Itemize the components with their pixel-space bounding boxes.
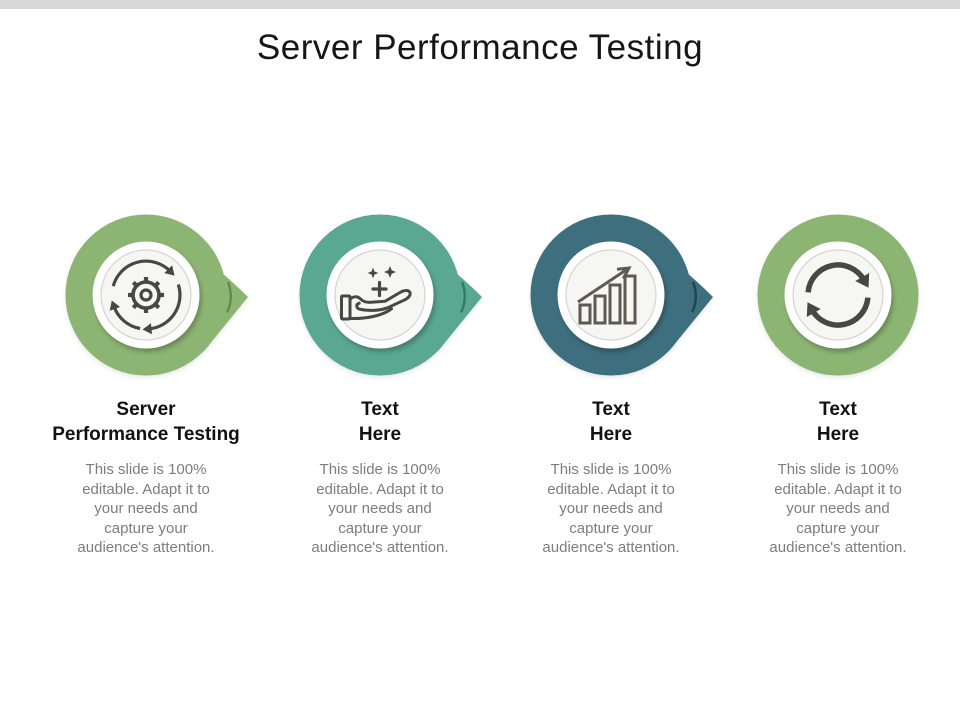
desc-line: audience's attention. [542,539,680,556]
tail-crease [691,281,697,313]
desc-line: your needs and [786,500,890,517]
step-column-2: Text Here This slide is 100% editable. A… [264,213,496,558]
step-heading-line2: Here [589,424,633,445]
step-heading-line2: Performance Testing [52,424,240,445]
desc-line: your needs and [559,500,663,517]
step-heading-line2: Here [358,424,402,445]
desc-line: audience's attention. [311,539,449,556]
desc-line: This slide is 100% [777,461,899,478]
step-column-1: Server Performance Testing This slide is… [30,213,262,558]
step-badge-3 [530,214,713,376]
step-heading: Text Here [495,397,727,447]
desc-line: editable. Adapt it to [82,480,210,498]
step-description: This slide is 100% editable. Adapt it to… [495,460,727,558]
step-heading: Server Performance Testing [30,397,262,447]
desc-line: capture your [338,519,422,537]
step-heading-line1: Text [819,399,857,420]
desc-line: your needs and [94,500,198,517]
desc-line: This slide is 100% [85,461,207,478]
desc-line: editable. Adapt it to [316,480,444,498]
step-badge-2 [299,214,482,376]
step-heading-line2: Here [816,424,860,445]
desc-line: This slide is 100% [550,461,672,478]
hand-giving-icon [340,266,412,321]
page-title: Server Performance Testing [256,28,704,67]
step-heading-line1: Server [116,399,176,420]
desc-line: your needs and [328,500,432,517]
step-heading-line1: Text [592,399,630,420]
desc-line: audience's attention. [769,539,907,556]
step-heading: Text Here [722,397,954,447]
tail-crease [226,281,232,313]
top-border-strip [0,0,960,9]
desc-line: audience's attention. [77,539,215,556]
inner-disc-ring [100,249,192,341]
step-description: This slide is 100% editable. Adapt it to… [722,460,954,558]
step-column-4: Text Here This slide is 100% editable. A… [722,213,954,558]
step-badge-4 [757,214,919,376]
step-description: This slide is 100% editable. Adapt it to… [264,460,496,558]
desc-line: editable. Adapt it to [547,480,675,498]
step-heading-line1: Text [361,399,399,420]
gear-cycle-icon [109,259,182,335]
desc-line: capture your [569,519,653,537]
desc-line: This slide is 100% [319,461,441,478]
growth-bars-icon [577,266,637,325]
refresh-icon [805,262,871,328]
step-description: This slide is 100% editable. Adapt it to… [30,460,262,558]
desc-line: capture your [104,519,188,537]
desc-line: capture your [796,519,880,537]
step-badge-1 [65,214,248,376]
step-column-3: Text Here This slide is 100% editable. A… [495,213,727,558]
desc-line: editable. Adapt it to [774,480,902,498]
tail-crease [460,281,466,313]
step-heading: Text Here [264,397,496,447]
